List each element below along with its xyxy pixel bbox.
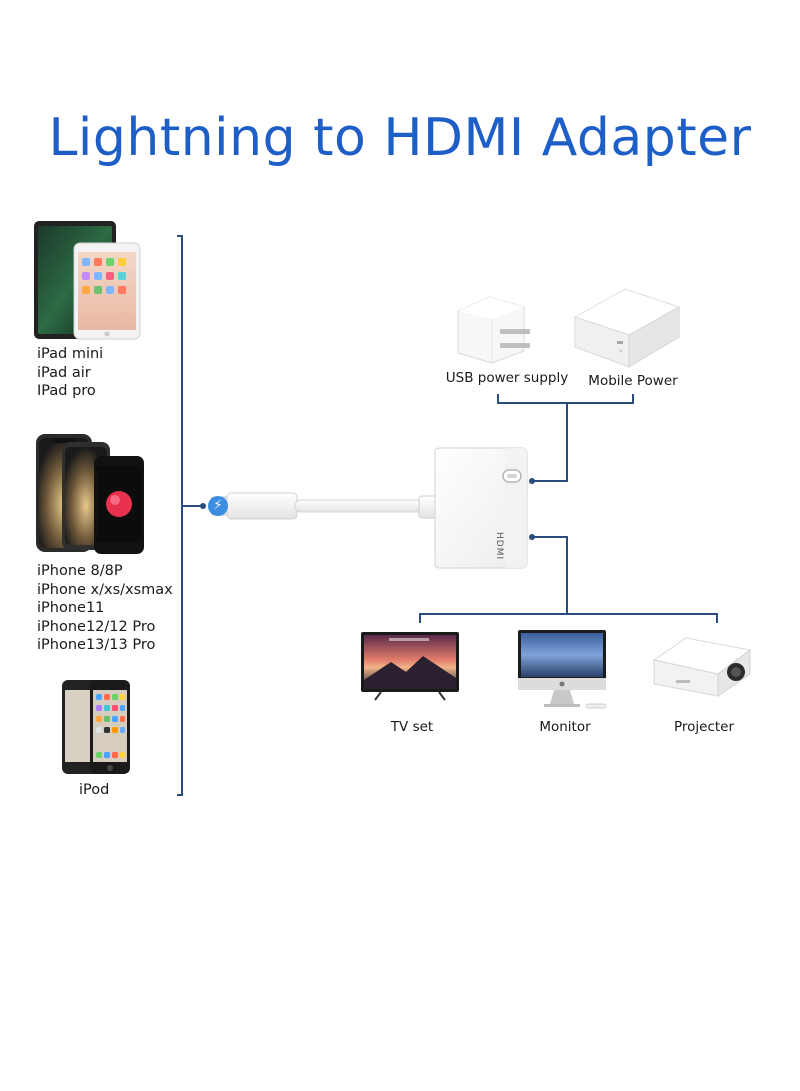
ipad-image xyxy=(34,221,141,340)
power-to-adapter-horizontal xyxy=(532,480,568,482)
monitor-label: Monitor xyxy=(539,719,591,735)
ipad-model-1: iPad air xyxy=(37,364,91,381)
projector-image xyxy=(652,637,752,697)
ipod-image xyxy=(62,680,130,774)
ipod-model-0: iPod xyxy=(79,782,110,798)
power-bracket-line xyxy=(497,402,634,404)
output-bracket-right-tick xyxy=(716,613,718,623)
device-bracket-line xyxy=(181,235,183,796)
ipod-model-list: iPod xyxy=(79,781,109,800)
iphone-model-list: iPhone 8/8P iPhone x/xs/xsmax iPhone11 i… xyxy=(37,562,173,655)
power-bracket-left-tick xyxy=(497,394,499,404)
hdmi-port-label: HDMI xyxy=(494,532,504,561)
iphone-model-3: iPhone12/12 Pro xyxy=(37,618,156,635)
lightning-badge-icon: ⚡ xyxy=(208,496,228,516)
iphone-model-0: iPhone 8/8P xyxy=(37,563,123,579)
output-bracket-line xyxy=(419,613,718,615)
ipad-model-2: IPad pro xyxy=(37,383,96,399)
usb-power-supply-label: USB power supply xyxy=(445,370,569,386)
power-bracket-right-tick xyxy=(632,394,634,404)
output-bracket-left-tick xyxy=(419,613,421,623)
adapter-to-output-endpoint xyxy=(529,534,535,540)
iphone-model-1: iPhone x/xs/xsmax xyxy=(37,581,173,598)
power-to-adapter-endpoint xyxy=(529,478,535,484)
tv-set-label: TV set xyxy=(390,719,434,735)
projector-label: Projecter xyxy=(673,719,735,735)
ipad-model-0: iPad mini xyxy=(37,346,104,362)
lightning-hdmi-adapter-image xyxy=(210,447,528,569)
device-bracket-bottom-tick xyxy=(177,794,183,796)
device-to-cable-endpoint xyxy=(200,503,206,509)
usb-power-supply-image xyxy=(457,296,530,364)
adapter-to-output-vertical xyxy=(566,536,568,615)
device-to-cable-line xyxy=(183,505,205,507)
adapter-to-output-horizontal xyxy=(532,536,568,538)
ipad-model-list: iPad mini iPad air IPad pro xyxy=(37,345,103,401)
mobile-power-label: Mobile Power xyxy=(588,373,678,389)
page-title: Lightning to HDMI Adapter xyxy=(48,108,752,168)
iphone-model-4: iPhone13/13 Pro xyxy=(37,637,156,653)
iphone-image xyxy=(36,434,144,554)
power-to-adapter-vertical xyxy=(566,402,568,482)
iphone-model-2: iPhone11 xyxy=(37,600,105,616)
mobile-power-image xyxy=(573,288,681,368)
device-bracket-top-tick xyxy=(177,235,183,237)
tv-set-image xyxy=(361,632,459,701)
monitor-image xyxy=(518,630,607,709)
